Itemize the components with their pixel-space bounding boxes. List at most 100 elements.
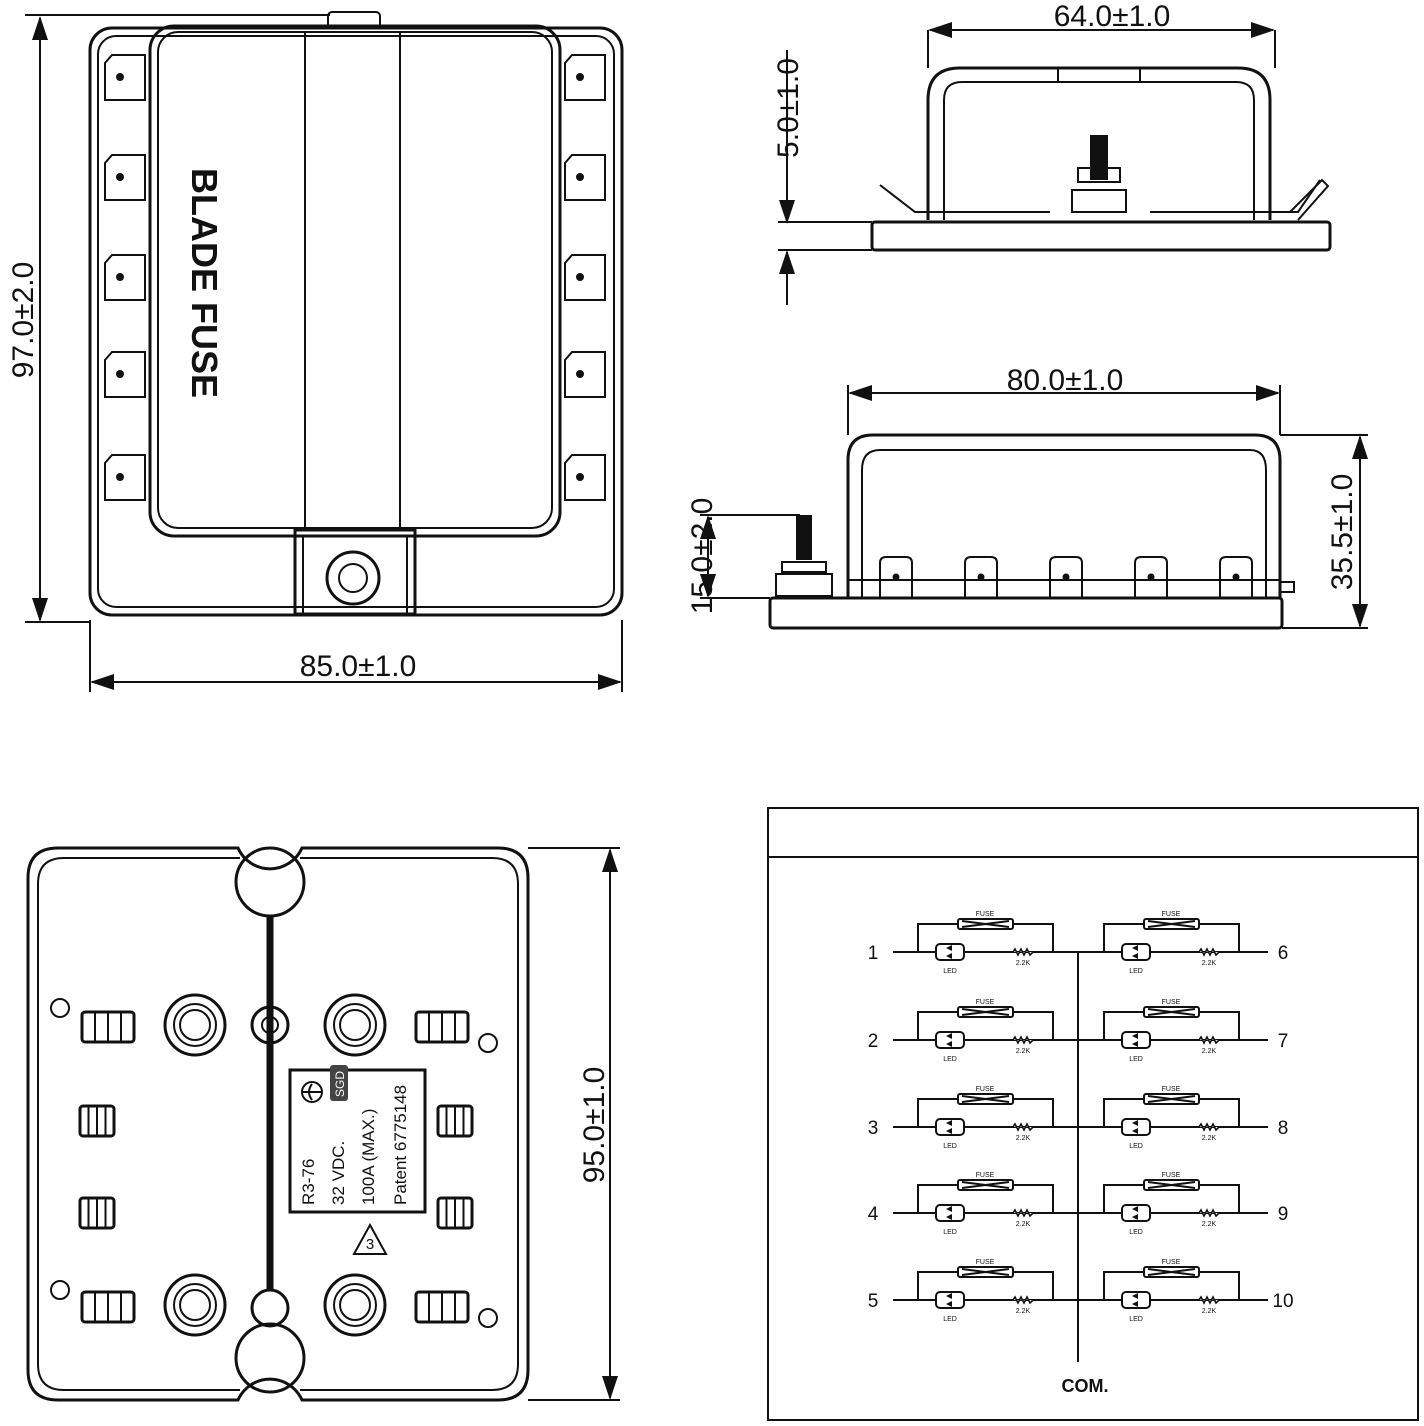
mounting-boss [323, 993, 387, 1057]
circuit-number: 7 [1278, 1031, 1289, 1052]
resistor-symbol [1198, 1208, 1220, 1218]
circuit-left: 4 FUSE LED 2.2K [868, 1172, 1078, 1236]
blade-terminal-right [564, 54, 606, 101]
terminal-clip [414, 1290, 470, 1324]
circuit-left: 5 FUSE LED 2.2K [868, 1259, 1078, 1323]
terminal-clip [80, 1010, 136, 1044]
circuit-number: 8 [1278, 1118, 1289, 1139]
side-blade-terminal [1049, 556, 1083, 598]
led-label: LED [1129, 1056, 1143, 1063]
resistor-label: 2.2K [1202, 1135, 1217, 1142]
terminal-clip [414, 1010, 470, 1044]
base-thickness-dimension: 5.0±1.0 [772, 58, 805, 158]
resistor-label: 2.2K [1202, 1221, 1217, 1228]
circuit-number: 2 [868, 1031, 879, 1052]
fuse-symbol [1143, 1006, 1200, 1018]
warning-number: 3 [366, 1236, 374, 1253]
blade-terminal-left [104, 154, 146, 201]
blade-terminal-right [564, 254, 606, 301]
height-dimension: 97.0±2.0 [7, 262, 40, 379]
blade-terminal-right [564, 351, 606, 398]
fuse-label: FUSE [1162, 1172, 1181, 1179]
side-blade-terminal [964, 556, 998, 598]
led-symbol [1121, 1291, 1151, 1309]
circuit-number: 9 [1278, 1204, 1289, 1225]
side-blade-terminal [1219, 556, 1253, 598]
warning-triangle-icon [352, 1222, 388, 1255]
led-symbol [935, 1291, 965, 1309]
circuit-number: 3 [868, 1118, 879, 1139]
fuse-label: FUSE [1162, 911, 1181, 918]
approval-logo-icon [301, 1081, 323, 1103]
resistor-label: 2.2K [1016, 1221, 1031, 1228]
terminal-clip [80, 1290, 136, 1324]
resistor-symbol [1198, 947, 1220, 957]
fuse-label: FUSE [976, 1172, 995, 1179]
blade-terminal-right [564, 154, 606, 201]
blade-terminal-right [564, 454, 606, 501]
locating-hole [478, 1033, 498, 1053]
led-symbol [1121, 1031, 1151, 1049]
label-line-1: R3-76 [299, 1159, 318, 1205]
fuse-label: FUSE [976, 1259, 995, 1266]
terminal-clip [436, 1196, 474, 1230]
resistor-symbol [1198, 1295, 1220, 1305]
fuse-symbol [1143, 1179, 1200, 1191]
mounting-boss [163, 1273, 227, 1337]
led-label: LED [1129, 968, 1143, 975]
led-symbol [1121, 1204, 1151, 1222]
cert-mark: SGD [333, 1071, 347, 1097]
circuit-number: 4 [868, 1204, 879, 1225]
resistor-symbol [1012, 947, 1034, 957]
power-stud-icon [325, 550, 381, 606]
fuse-symbol [957, 1266, 1014, 1278]
fuse-label: FUSE [1162, 999, 1181, 1006]
led-symbol [935, 1031, 965, 1049]
led-symbol [1121, 943, 1151, 961]
resistor-label: 2.2K [1202, 1308, 1217, 1315]
terminal-clip [436, 1104, 474, 1138]
label-line-2: 32 VDC. [329, 1141, 348, 1205]
side-width-dimension: 80.0±1.0 [1007, 364, 1124, 397]
blade-terminal-left [104, 351, 146, 398]
circuit-number: 5 [868, 1291, 879, 1312]
led-symbol [935, 943, 965, 961]
locating-hole [50, 998, 70, 1018]
circuit-number: 1 [868, 943, 879, 964]
brand-text: BLADE FUSE [184, 168, 225, 398]
led-symbol [935, 1118, 965, 1136]
led-label: LED [943, 1143, 957, 1150]
fuse-symbol [957, 1179, 1014, 1191]
end-width-dimension: 64.0±1.0 [1054, 0, 1171, 33]
bottom-view: R3-76 32 VDC. 100A (MAX.) Patent 6775148… [26, 846, 620, 1402]
blade-terminal-left [104, 454, 146, 501]
resistor-label: 2.2K [1016, 960, 1031, 967]
led-label: LED [943, 1229, 957, 1236]
circuit-number: 6 [1278, 943, 1289, 964]
resistor-label: 2.2K [1016, 1308, 1031, 1315]
locating-hole [50, 1280, 70, 1300]
resistor-symbol [1012, 1208, 1034, 1218]
fuse-symbol [957, 1006, 1014, 1018]
terminal-clip [78, 1196, 116, 1230]
terminal-clip [78, 1104, 116, 1138]
fuse-label: FUSE [976, 911, 995, 918]
height-dimension-side: 35.5±1.0 [1326, 474, 1359, 591]
fuse-symbol [957, 918, 1014, 930]
blade-terminal-left [104, 254, 146, 301]
resistor-label: 2.2K [1016, 1135, 1031, 1142]
side-blade-terminal [879, 556, 913, 598]
fuse-symbol [1143, 1266, 1200, 1278]
fuse-label: FUSE [1162, 1259, 1181, 1266]
led-label: LED [943, 1316, 957, 1323]
resistor-symbol [1012, 1035, 1034, 1045]
mounting-boss [163, 993, 227, 1057]
resistor-symbol [1012, 1295, 1034, 1305]
